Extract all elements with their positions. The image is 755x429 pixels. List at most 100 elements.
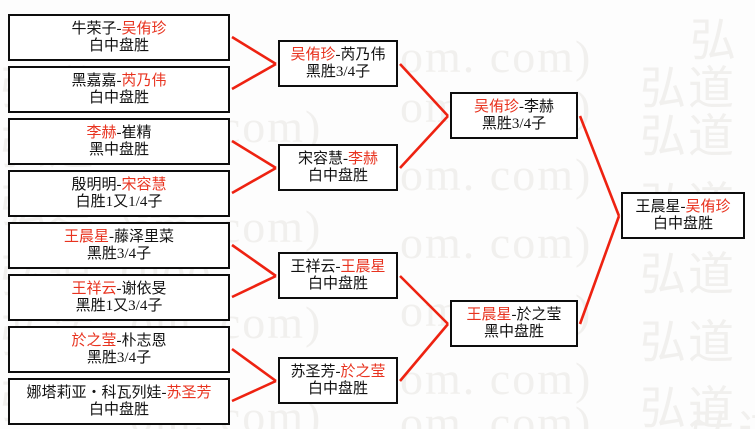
player-name-a: 殷明明 [71, 176, 117, 193]
match-result: 黑胜3/4子 [86, 349, 152, 366]
match-result: 白中盘胜 [88, 37, 149, 54]
match-pairing: 王祥云-王晨星 [290, 259, 385, 276]
match-pairing: 娜塔莉亚・科瓦列娃-苏圣芳 [26, 385, 211, 402]
match-result: 黑胜3/4子 [86, 245, 152, 262]
bracket-connector [231, 62, 277, 91]
bracket-connector [399, 63, 449, 117]
pairing-separator: - [335, 258, 341, 275]
pairing-separator: - [343, 150, 348, 167]
player-name-a: 王晨星 [466, 306, 512, 323]
match-box-r1m3[interactable]: 李赫-崔精黑中盘胜 [8, 118, 230, 165]
match-result: 黑胜1又3/4子 [75, 297, 163, 314]
pairing-separator: - [116, 72, 122, 89]
player-name-a: 王晨星 [63, 228, 109, 245]
match-pairing: 殷明明-宋容慧 [71, 177, 166, 194]
player-name-b: 吴侑珍 [685, 198, 731, 215]
player-name-a: 於之莹 [71, 332, 117, 349]
bracket-connector [578, 115, 621, 217]
match-pairing: 王晨星-於之莹 [466, 307, 561, 324]
bracket-connector [231, 139, 277, 170]
pairing-separator: - [335, 46, 341, 63]
match-result: 黑胜3/4子 [481, 115, 547, 132]
player-name-b: 崔精 [121, 124, 152, 141]
bracket-connector [231, 243, 277, 278]
match-result: 白中盘胜 [307, 167, 368, 184]
bracket-connector [399, 115, 449, 169]
bracket-connector [399, 323, 449, 382]
player-name-a: 王祥云 [71, 280, 117, 297]
player-name-a: 吴侑珍 [290, 46, 336, 63]
player-name-a: 李赫 [86, 124, 117, 141]
pairing-separator: - [519, 98, 524, 115]
player-name-b: 芮乃伟 [340, 46, 386, 63]
match-box-fm1[interactable]: 王晨星-吴侑珍白中盘胜 [621, 192, 745, 239]
match-result: 白中盘胜 [307, 275, 368, 292]
match-box-r1m5[interactable]: 王晨星-藤泽里菜黑胜3/4子 [8, 222, 230, 269]
match-result: 黑中盘胜 [88, 141, 149, 158]
player-name-b: 宋容慧 [121, 176, 167, 193]
match-box-r2m2[interactable]: 宋容慧-李赫白中盘胜 [278, 144, 398, 191]
watermark-fragment: 弘 [690, 15, 738, 66]
player-name-a: 吴侑珍 [473, 98, 519, 115]
pairing-separator: - [680, 198, 686, 215]
player-name-b: 李赫 [348, 150, 379, 167]
match-pairing: 王晨星-吴侑珍 [635, 199, 730, 216]
match-box-r2m1[interactable]: 吴侑珍-芮乃伟黑胜3/4子 [278, 40, 398, 87]
watermark-fragment: om. com) [400, 397, 593, 429]
match-box-r1m1[interactable]: 牛荣子-吴侑珍白中盘胜 [8, 14, 230, 61]
player-name-a: 苏圣芳 [290, 363, 336, 380]
pairing-separator: - [116, 176, 122, 193]
pairing-separator: - [161, 384, 167, 401]
player-name-a: 王晨星 [635, 198, 681, 215]
player-name-b: 於之莹 [340, 363, 386, 380]
match-box-r3m2[interactable]: 王晨星-於之莹黑中盘胜 [450, 300, 578, 347]
pairing-separator: - [116, 124, 122, 141]
match-box-r2m3[interactable]: 王祥云-王晨星白中盘胜 [278, 252, 398, 299]
player-name-a: 宋容慧 [297, 150, 343, 167]
player-name-b: 王晨星 [340, 258, 386, 275]
pairing-separator: - [116, 280, 122, 297]
watermark-fragment: om. com) [400, 353, 593, 404]
pairing-separator: - [335, 363, 341, 380]
bracket-connector [399, 275, 449, 325]
match-box-r1m8[interactable]: 娜塔莉亚・科瓦列娃-苏圣芳白中盘胜 [8, 378, 230, 425]
player-name-a: 牛荣子 [71, 20, 117, 37]
match-pairing: 黑嘉嘉-芮乃伟 [71, 73, 166, 90]
match-box-r1m2[interactable]: 黑嘉嘉-芮乃伟白中盘胜 [8, 66, 230, 113]
match-box-r1m4[interactable]: 殷明明-宋容慧白胜1又1/4子 [8, 170, 230, 217]
match-box-r3m1[interactable]: 吴侑珍-李赫黑胜3/4子 [450, 92, 578, 139]
watermark-fragment: 弘道 [640, 249, 736, 300]
player-name-b: 藤泽里菜 [114, 228, 175, 245]
match-result: 黑中盘胜 [483, 323, 544, 340]
bracket-connector [231, 347, 277, 383]
match-result: 黑胜3/4子 [305, 63, 371, 80]
player-name-b: 於之莹 [516, 306, 562, 323]
match-pairing: 王祥云-谢依旻 [71, 281, 166, 298]
match-box-r1m6[interactable]: 王祥云-谢依旻黑胜1又3/4子 [8, 274, 230, 321]
watermark-fragment: 弘道 [640, 317, 736, 368]
pairing-separator: - [109, 228, 114, 245]
match-result: 白中盘胜 [307, 380, 368, 397]
match-pairing: 王晨星-藤泽里菜 [64, 229, 174, 246]
match-result: 白中盘胜 [88, 401, 149, 418]
watermark-fragment: om. com) [400, 31, 593, 82]
watermark-fragment: 弘道 [640, 383, 736, 429]
player-name-b: 吴侑珍 [121, 20, 167, 37]
pairing-separator: - [116, 20, 122, 37]
match-result: 白中盘胜 [652, 215, 713, 232]
watermark-fragment: om. com) [400, 217, 593, 268]
match-pairing: 於之莹-朴志恩 [71, 333, 166, 350]
watermark-fragment: 弘道 [640, 63, 736, 114]
match-box-r2m4[interactable]: 苏圣芳-於之莹白中盘胜 [278, 357, 398, 404]
match-result: 白胜1又1/4子 [75, 193, 163, 210]
match-pairing: 李赫-崔精 [86, 125, 151, 142]
match-box-r1m7[interactable]: 於之莹-朴志恩黑胜3/4子 [8, 326, 230, 373]
watermark-fragment: 弘道 [690, 396, 755, 429]
watermark-fragment: 弘道 [640, 111, 736, 162]
player-name-a: 娜塔莉亚・科瓦列娃 [26, 384, 162, 401]
pairing-separator: - [511, 306, 517, 323]
bracket-connector [231, 35, 277, 66]
bracket-connector [231, 166, 277, 195]
player-name-b: 苏圣芳 [166, 384, 212, 401]
